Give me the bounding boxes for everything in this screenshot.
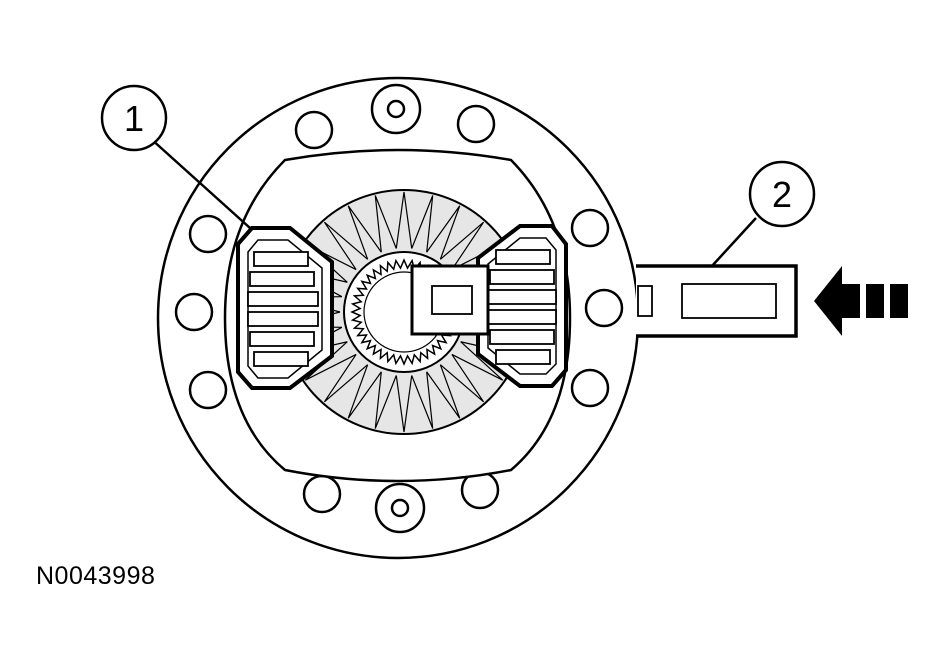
leader-lines [149,137,757,267]
callout-1: 1 [100,84,168,152]
bolt-hole [570,208,610,248]
bolt-hole [584,288,624,328]
gear-tooth [411,195,434,253]
bolt-holes [174,83,624,534]
bolt-hole-inner [386,99,406,119]
bolt-hole [570,368,610,408]
bolt-hole-inner [390,498,410,518]
bolt-hole [302,474,342,514]
gear-tooth [323,221,369,270]
gear-tooth [426,205,461,260]
bolt-hole [294,110,334,150]
gear-tooth [374,371,397,429]
gear-tooth [347,205,382,260]
left-pinion-gear [236,226,334,390]
gear-tooth [439,354,485,403]
bolt-hole [188,214,228,254]
side-gear [281,189,527,435]
pinion-shaft-tool [410,264,798,338]
gear-tooth [451,341,504,381]
callout-1-label: 1 [124,98,144,139]
gear-tooth [439,221,485,270]
push-direction-arrow-icon [814,266,908,336]
bolt-hole [174,292,214,332]
gear-tooth [374,195,397,253]
gear-tooth [395,375,413,433]
gear-tooth [426,364,461,419]
callout-2-label: 2 [772,174,792,215]
gear-tooth [347,364,382,419]
callout-2: 2 [748,160,816,228]
gear-tooth [323,354,369,403]
right-pinion-gear [476,224,568,388]
bolt-hole [188,370,228,410]
gear-tooth [395,191,413,249]
bolt-hole [456,104,496,144]
gear-tooth [411,371,434,429]
figure-id: N0043998 [36,562,156,590]
